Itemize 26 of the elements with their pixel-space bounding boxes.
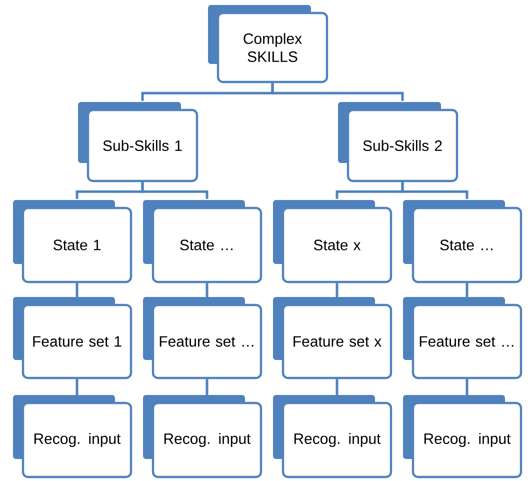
connector-line (401, 182, 468, 199)
connector-line (76, 379, 78, 395)
stacked-box: Recog. input (273, 394, 392, 478)
stacked-box: Recog. input (403, 394, 522, 478)
stacked-box: State 1 (13, 200, 132, 284)
connector-line (466, 283, 468, 297)
connector-line (76, 283, 78, 297)
stacked-box: Feature set x (273, 297, 392, 380)
stacked-box: Recog. input (13, 394, 132, 478)
connector-line (466, 379, 468, 395)
connector-line (336, 379, 338, 395)
stacked-box: Feature set … (403, 297, 522, 380)
stacked-box: Feature set 1 (13, 297, 132, 380)
connector-line (336, 283, 338, 297)
stacked-box: Recog. input (143, 394, 262, 478)
stacked-box: Feature set … (143, 297, 262, 380)
connector-line (206, 283, 208, 297)
stacked-box: State … (143, 200, 262, 284)
connector-line (141, 182, 208, 199)
connector-line (271, 83, 404, 101)
stacked-box: Sub-Skills 2 (338, 102, 458, 182)
stacked-box: Sub-Skills 1 (78, 102, 198, 182)
connector-line (206, 379, 208, 395)
stacked-box: State … (403, 200, 522, 284)
stacked-box: Complex SKILLS (208, 5, 328, 84)
stacked-box: State x (273, 200, 392, 284)
